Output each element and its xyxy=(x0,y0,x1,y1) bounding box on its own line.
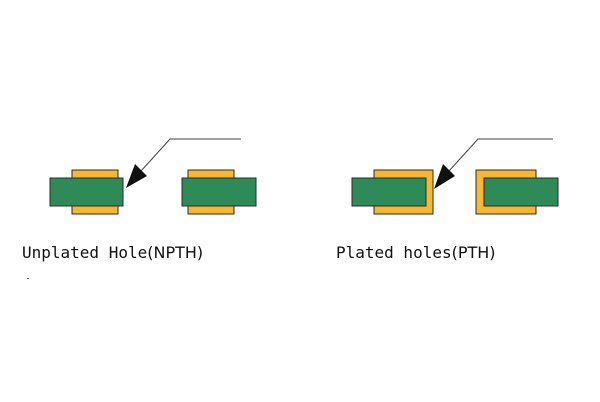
npth-left-pad-top xyxy=(71,169,119,179)
npth-right-substrate xyxy=(181,177,257,207)
npth-left-substrate xyxy=(49,177,124,207)
npth-caption: Unplated Hole(NPTH) xyxy=(22,243,203,262)
pth-right-substrate xyxy=(483,177,559,207)
pth-arrow-head xyxy=(434,164,455,189)
npth-left-board xyxy=(49,169,124,215)
npth-caption-main: Unplated Hole xyxy=(22,243,148,262)
npth-left-pad-bottom xyxy=(71,205,119,215)
pth-left-board xyxy=(351,169,434,215)
pth-caption-main: Plated holes xyxy=(336,243,452,262)
npth-arrow-head xyxy=(126,164,147,188)
pth-caption-paren: (PTH) xyxy=(451,243,496,262)
stray-dot xyxy=(27,278,29,279)
npth-right-board xyxy=(181,169,257,215)
pth-illustration xyxy=(351,138,559,215)
pth-right-board xyxy=(475,169,559,215)
npth-caption-paren: (NPTH) xyxy=(147,243,204,262)
pth-caption: Plated holes(PTH) xyxy=(336,243,496,262)
npth-right-pad-top xyxy=(187,169,235,179)
npth-illustration xyxy=(49,138,257,215)
npth-leader-line xyxy=(140,138,241,172)
pth-left-substrate xyxy=(351,177,427,207)
pth-leader-line xyxy=(448,138,553,172)
npth-right-pad-bottom xyxy=(187,205,235,215)
